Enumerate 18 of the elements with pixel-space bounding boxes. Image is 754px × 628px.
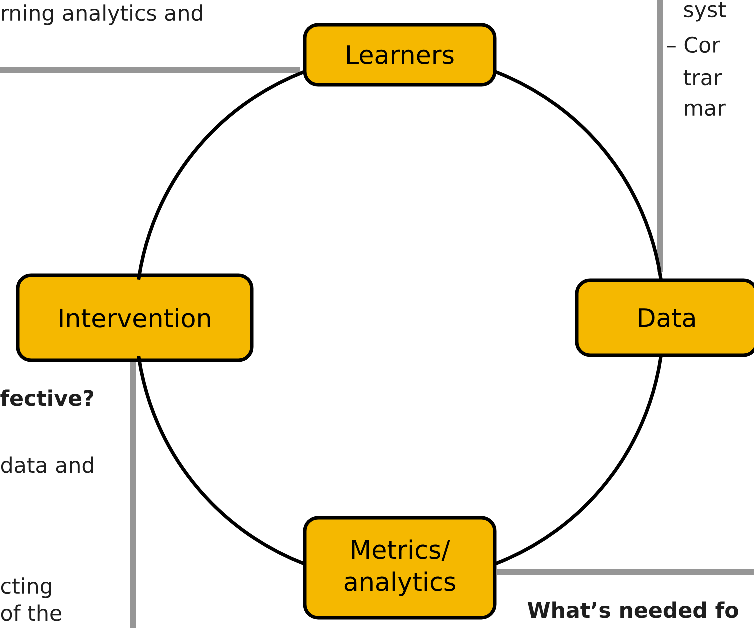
cycle-stage-box: Learners <box>303 23 497 87</box>
heading-text: fective? <box>0 390 94 406</box>
body-text: trar <box>684 70 722 86</box>
body-text: mar <box>685 104 726 116</box>
cycle-stage-box: Data <box>575 278 754 358</box>
body-text: – Cor <box>667 36 720 54</box>
body-text: data and <box>1 456 94 474</box>
cycle-stage-box: Intervention <box>16 274 254 362</box>
heading-text: What’s needed fo <box>528 602 738 618</box>
cycle-arc <box>494 356 663 566</box>
cycle-stage-box: Metrics/ analytics <box>303 516 497 620</box>
body-text: rning analytics and <box>2 4 202 26</box>
cycle-arc <box>137 70 306 280</box>
body-text: cting <box>1 578 52 598</box>
body-text: syst <box>684 2 726 22</box>
cycle-arc <box>137 356 306 566</box>
cycle-arc <box>494 70 663 280</box>
body-text: of the <box>1 604 62 622</box>
